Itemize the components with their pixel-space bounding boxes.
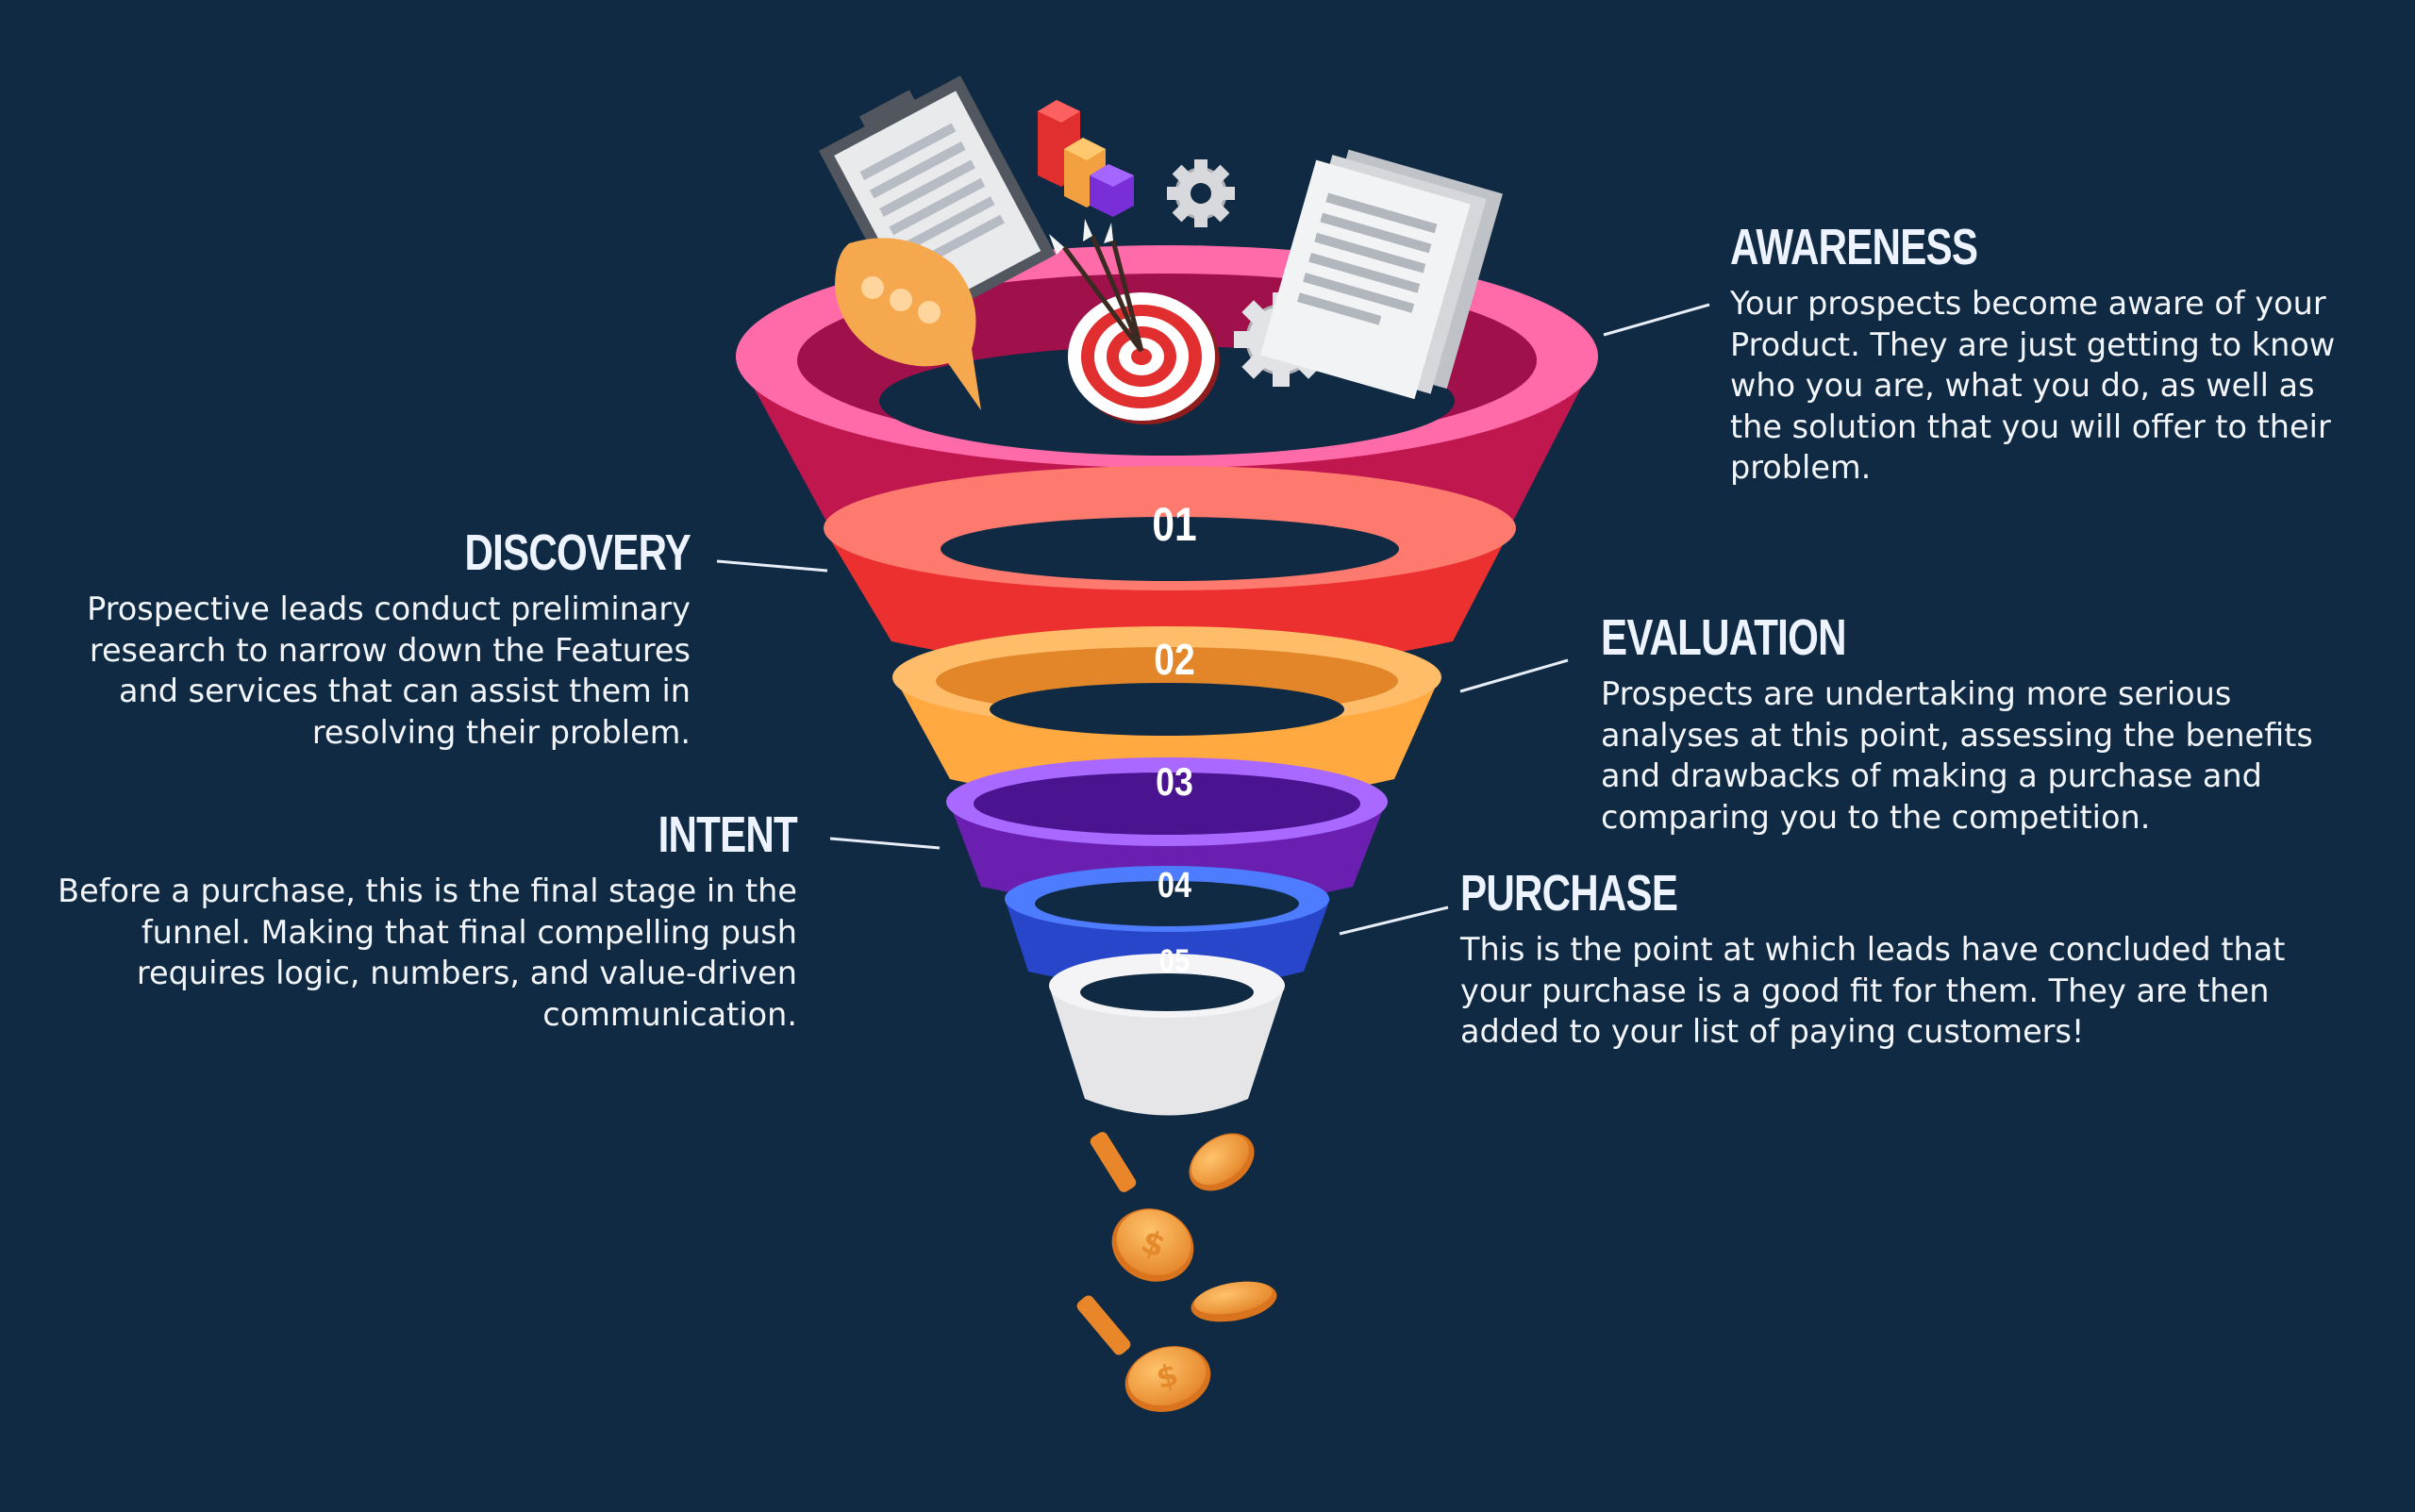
connector-discovery	[716, 559, 828, 573]
stage-awareness: AWARENESS Your prospects become aware of…	[1730, 219, 2372, 489]
coin-icon	[1189, 1133, 1255, 1191]
stage-evaluation: EVALUATION Prospects are undertaking mor…	[1601, 609, 2367, 838]
bar-blocks-icon	[1038, 100, 1134, 217]
connector-lines	[716, 303, 1710, 936]
stage-title-intent: INTENT	[658, 806, 798, 863]
funnel-spout	[1049, 954, 1285, 1116]
stage-title-awareness: AWARENESS	[1730, 219, 1978, 275]
stage-number-01: 01	[1152, 498, 1196, 551]
stage-title-purchase: PURCHASE	[1460, 865, 1678, 922]
stage-desc-awareness: Your prospects become aware of your Prod…	[1730, 285, 2336, 486]
stage-number-05: 05	[1159, 942, 1190, 979]
connector-purchase	[1339, 906, 1449, 936]
stage-desc-purchase: This is the point at which leads have co…	[1460, 931, 2286, 1050]
funnel-ring-02	[824, 466, 1516, 673]
coin-icon	[1090, 1132, 1137, 1192]
coins: $ $	[1076, 1132, 1277, 1412]
target-icon	[1049, 219, 1220, 424]
stage-purchase: PURCHASE This is the point at which lead…	[1460, 865, 2290, 1053]
stage-intent: INTENT Before a purchase, this is the fi…	[57, 806, 798, 1035]
documents-icon	[1259, 149, 1504, 400]
clipboard-icon	[819, 75, 1057, 330]
stage-desc-discovery: Prospective leads conduct preliminary re…	[87, 590, 691, 751]
coin-icon: $	[1111, 1208, 1194, 1282]
stage-number-02: 02	[1154, 636, 1194, 685]
connector-intent	[829, 837, 941, 850]
coin-icon	[1076, 1295, 1131, 1355]
coin-icon	[1191, 1281, 1277, 1322]
stage-desc-intent: Before a purchase, this is the final sta…	[58, 872, 797, 1033]
stage-discovery: DISCOVERY Prospective leads conduct prel…	[57, 524, 691, 753]
coin-icon: $	[1124, 1346, 1211, 1412]
connector-evaluation	[1459, 658, 1569, 693]
stage-number-03: 03	[1156, 760, 1193, 804]
connector-awareness	[1603, 303, 1710, 337]
stage-desc-evaluation: Prospects are undertaking more serious a…	[1601, 675, 2313, 836]
gear-icon	[1167, 159, 1235, 227]
stage-title-evaluation: EVALUATION	[1601, 609, 1847, 666]
chat-bubble-icon	[835, 238, 981, 410]
stage-number-04: 04	[1158, 866, 1191, 906]
stage-title-discovery: DISCOVERY	[464, 524, 691, 581]
